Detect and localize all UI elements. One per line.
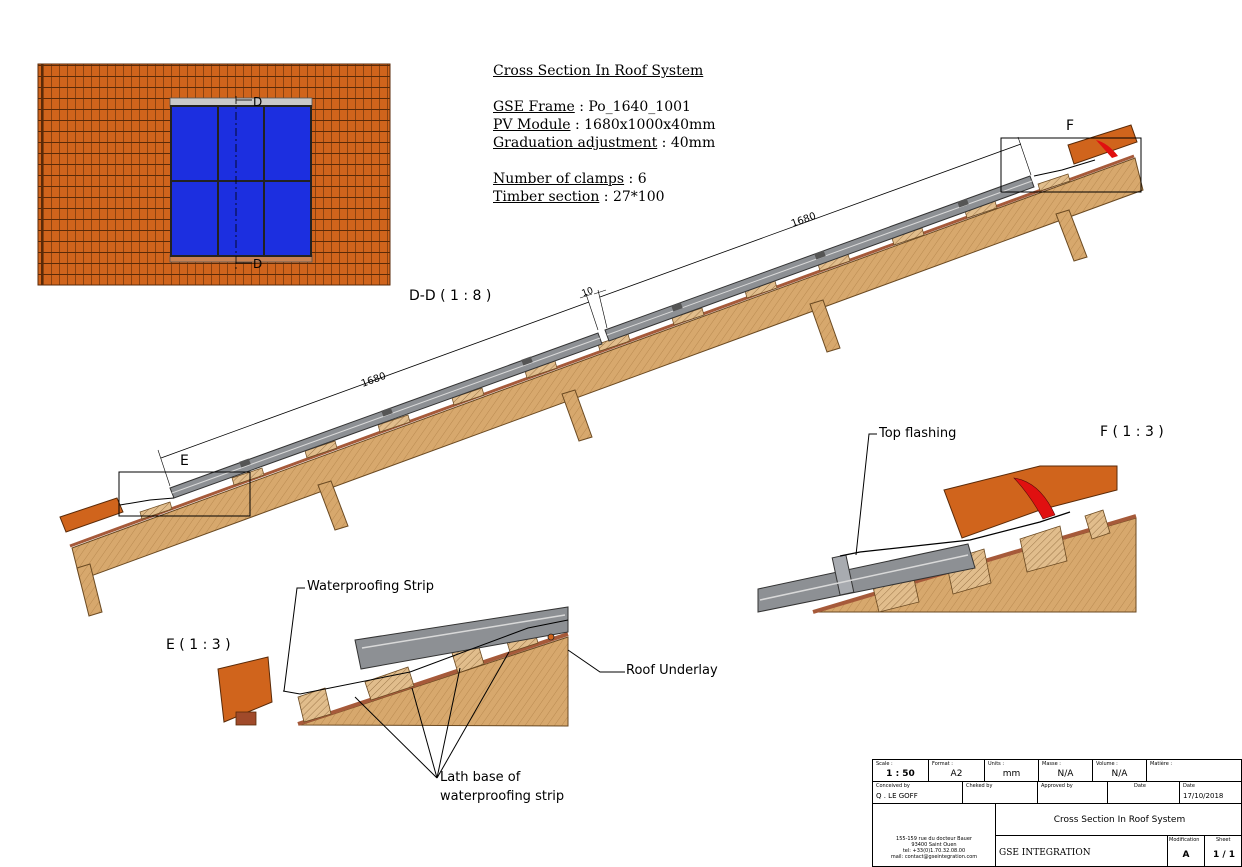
dim-gap-label: 10 [581, 286, 595, 299]
leader-waterproofing [283, 587, 305, 692]
tb-sheet: Sheet 1 / 1 [1212, 837, 1236, 860]
tb-address: 155-159 rue du docteur Bauer 93400 Saint… [873, 804, 996, 866]
tb-approved: Approved by [1038, 782, 1108, 804]
spec-block: Cross Section In Roof System GSE Frame :… [493, 62, 716, 206]
tb-address-4: mail: contact@gseintegration.com [890, 854, 978, 860]
plan-view [37, 63, 391, 286]
callout-lath-line-2: waterproofing strip [440, 789, 565, 804]
callout-roof-underlay: Roof Underlay [626, 663, 718, 678]
dim-upper-line [599, 143, 1022, 298]
lower-roof-tile [59, 497, 124, 533]
section-dd-label: D-D ( 1 : 8 ) [409, 288, 492, 304]
tb-scale: Scale : 1 : 50 [873, 760, 929, 782]
detail-box-f [1000, 137, 1142, 193]
tb-address-2: 93400 Saint Ouen [911, 842, 957, 848]
leader-underlay [567, 649, 625, 673]
detail-f-pv-frame [757, 543, 976, 613]
dim-upper-label: 1680 [790, 211, 818, 230]
detail-e-label: E ( 1 : 3 ) [166, 637, 231, 653]
tb-date-1: Date [1108, 782, 1180, 804]
spec-line-module: PV Module : 1680x1000x40mm [493, 117, 716, 133]
detail-f-view [757, 433, 1137, 614]
tb-volume: Volume : N/A [1093, 760, 1147, 782]
detail-f-marker: F [1066, 118, 1075, 134]
tb-units: Units : mm [985, 760, 1039, 782]
detail-e-rafter [299, 636, 569, 727]
bottom-flashing-line [119, 497, 175, 506]
tb-checked: Cheked by [963, 782, 1038, 804]
plan-marker-d-bottom: D [253, 257, 262, 271]
tb-date-2: Date 17/10/2018 [1180, 782, 1242, 804]
tb-drawing-title: Cross Section In Roof System [996, 804, 1242, 836]
tb-modification: Modification A [1168, 836, 1205, 866]
tb-format: Format : A2 [929, 760, 985, 782]
dim-lower-label: 1680 [360, 371, 388, 390]
main-section [59, 124, 1144, 617]
roof-underlay-line [69, 154, 1135, 548]
tb-matiere: Matière : [1147, 760, 1242, 782]
tb-address-3: tel: +33(0)1.70.32.08.00 [902, 848, 966, 854]
detail-f-tile [943, 465, 1118, 539]
tb-masse: Masse : N/A [1039, 760, 1093, 782]
detail-e-marker: E [180, 453, 189, 469]
spec-title: Cross Section In Roof System [493, 63, 704, 79]
purlin [561, 389, 593, 442]
spec-line-frame: GSE Frame : Po_1640_1001 [493, 99, 691, 115]
purlin [317, 480, 349, 531]
detail-e-tile [217, 656, 273, 723]
clamps [239, 198, 969, 468]
tb-company: GSE INTEGRATION [996, 836, 1168, 866]
detail-box-e [118, 471, 251, 517]
plan-marker-d-top: D [253, 95, 262, 109]
purlin [76, 563, 103, 617]
tb-address-1: 155-159 rue du docteur Bauer [896, 836, 972, 842]
detail-f-top-flashing [839, 511, 1071, 557]
spec-line-graduation: Graduation adjustment : 40mm [493, 135, 716, 151]
purlin [809, 299, 841, 353]
spec-line-clamps: Number of clamps : 6 [493, 171, 647, 187]
detail-e-view [217, 587, 625, 779]
spec-line-timber: Timber section : 27*100 [493, 189, 665, 205]
callout-waterproofing-strip: Waterproofing Strip [307, 579, 435, 594]
top-flashing-line [1033, 159, 1096, 177]
dim-lower-line [160, 301, 590, 459]
leader-top-flashing [855, 433, 877, 556]
detail-e-waterproofing-strip [282, 619, 569, 695]
purlin [1055, 209, 1088, 262]
detail-f-label: F ( 1 : 3 ) [1100, 424, 1164, 440]
title-block: Scale : 1 : 50 Format : A2 Units : mm Ma… [872, 759, 1242, 867]
tb-conceived: Conceived by Q . LE GOFF [873, 782, 963, 804]
leader-lath [354, 696, 438, 779]
callout-lath-line-1: Lath base of [440, 770, 521, 785]
callout-top-flashing: Top flashing [879, 426, 957, 441]
